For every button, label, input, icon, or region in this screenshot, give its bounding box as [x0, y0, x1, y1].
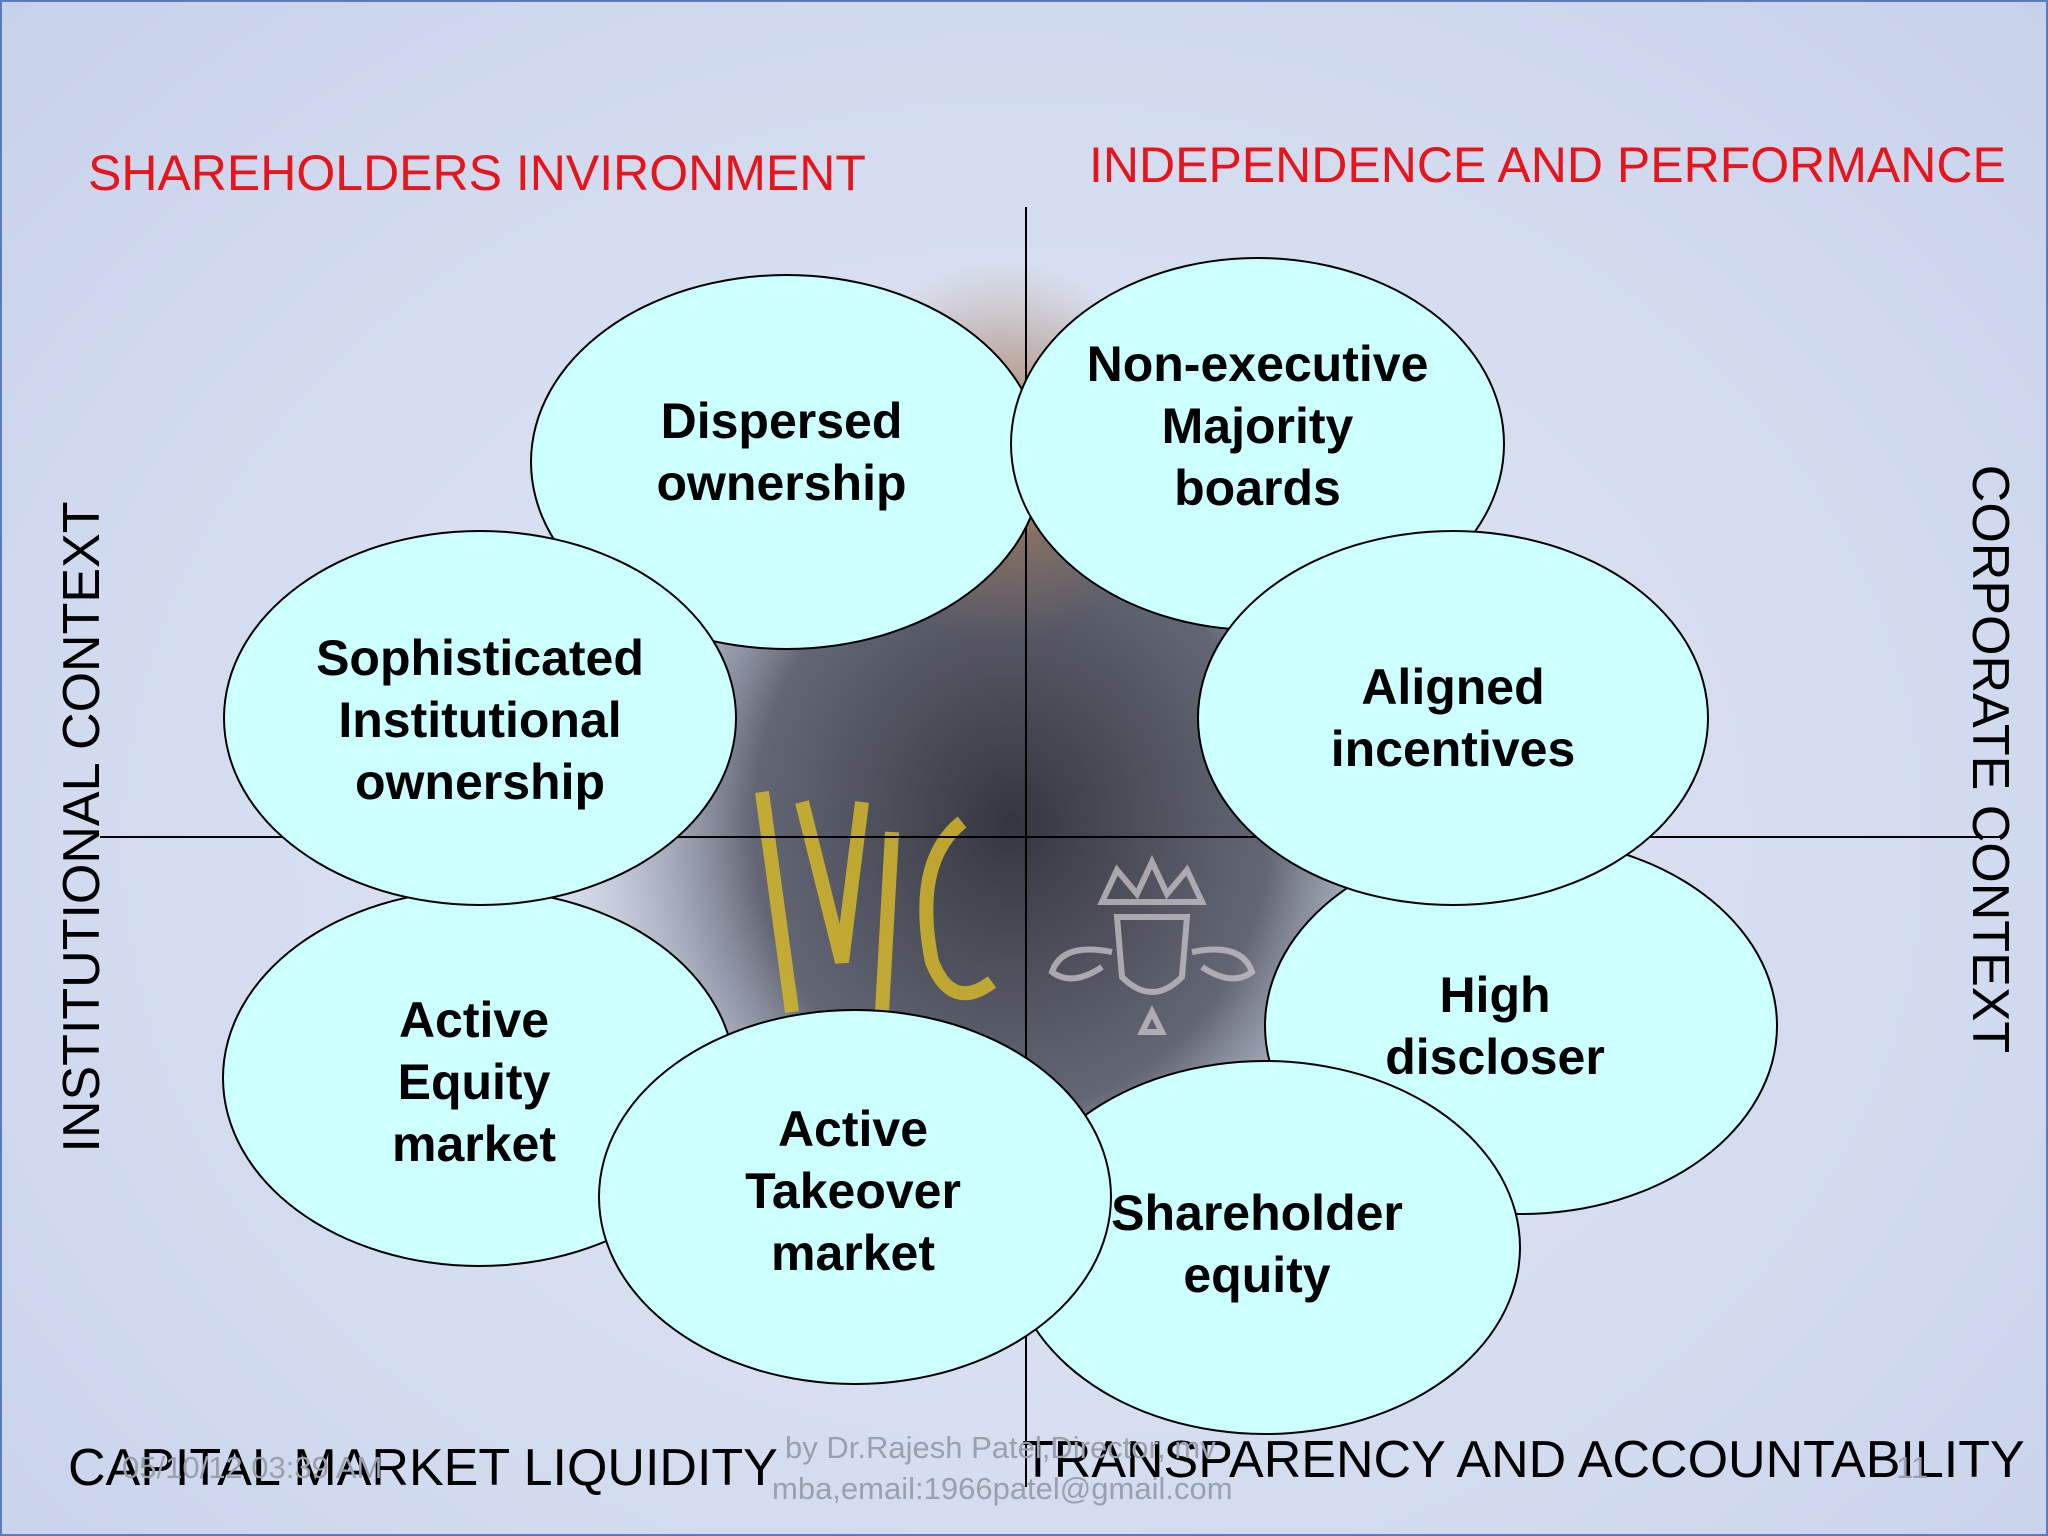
footer-author-line1: by Dr.Rajesh Patel,Director, mv: [785, 1430, 1216, 1465]
node-active-takeover-market: Active Takeover market: [598, 1009, 1112, 1385]
vertical-axis: [1025, 207, 1027, 1487]
footer-author-line2: mba,email:1966patel@gmail.com: [772, 1471, 1233, 1506]
label-independence-performance: INDEPENDENCE AND PERFORMANCE: [1089, 137, 2006, 193]
node-aligned-incentives: Aligned incentives: [1197, 530, 1709, 906]
node-active-equity-market-label: Active Equity market: [392, 992, 556, 1172]
node-high-discloser-label: High discloser: [1385, 967, 1605, 1085]
node-sophisticated-institutional-ownership-label: Sophisticated Institutional ownership: [316, 630, 644, 810]
label-institutional-context: INSTITUTIONAL CONTEXT: [53, 501, 111, 1153]
label-corporate-context: CORPORATE CONTEXT: [1961, 464, 2019, 1054]
node-non-executive-boards-label: Non-executive Majority boards: [1086, 336, 1429, 516]
node-sophisticated-institutional-ownership: Sophisticated Institutional ownership: [223, 530, 737, 906]
label-transparency-accountability: TRANSPARENCY AND ACCOUNTABILITY: [1022, 1431, 2025, 1489]
label-capital-market-liquidity: CAPITAL MARKET LIQUIDITY: [68, 1439, 778, 1497]
node-shareholder-equity-label: Shareholder equity: [1111, 1184, 1403, 1303]
footer-date: 05/10/12 03:39 AM: [122, 1450, 383, 1485]
node-dispersed-ownership-label: Dispersed ownership: [656, 393, 907, 511]
node-dispersed-ownership: Dispersed ownership: [530, 274, 1043, 650]
horizontal-axis: [100, 836, 2000, 838]
label-shareholders-environment: SHAREHOLDERS INVIRONMENT: [88, 145, 866, 201]
footer-page-number: 11: [1896, 1450, 1929, 1485]
node-aligned-incentives-label: Aligned incentives: [1330, 659, 1576, 777]
node-active-takeover-market-label: Active Takeover market: [745, 1101, 961, 1281]
